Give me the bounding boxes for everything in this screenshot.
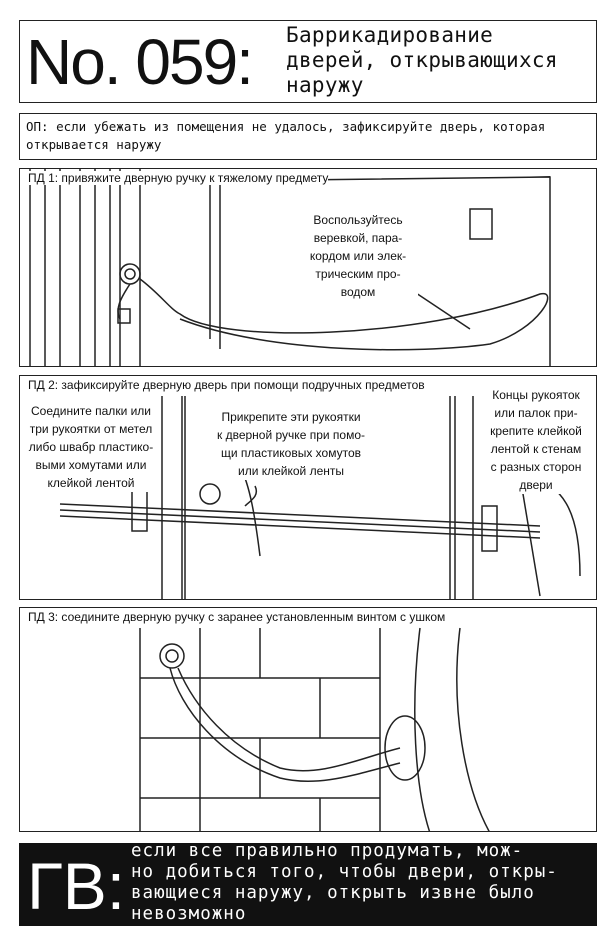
panel2-caption-left: Соедините палки или три рукоятки от мете…	[22, 402, 160, 492]
panel1-caption: Воспользуйтесь веревкой, пара- кордом ил…	[298, 211, 418, 301]
title-line: наружу	[286, 73, 364, 97]
caption-line: Прикрепите эти рукоятки	[221, 410, 361, 424]
result-line: вающиеся наружу, открыть извне было	[131, 883, 535, 903]
panel-step-1: ПД 1: привяжите дверную ручку к тяжелому…	[19, 168, 597, 367]
caption-line: к дверной ручке при помо-	[217, 428, 365, 442]
panel2-caption-right: Концы рукояток или палок при- крепите кл…	[480, 386, 592, 494]
caption-line: щи пластиковых хомутов	[220, 446, 361, 460]
overview-text: ОП: если убежать из помещения не удалось…	[19, 113, 597, 160]
item-number: No. 059:	[26, 26, 254, 98]
panel-title: ПД 2: зафиксируйте дверную дверь при пом…	[28, 378, 425, 392]
result-text: если все правильно продумать, мож- но до…	[131, 841, 558, 925]
caption-line: Концы рукояток	[492, 388, 580, 402]
caption-line: либо швабр пластико-	[28, 440, 154, 454]
title-line: Баррикадирование	[286, 23, 494, 47]
caption-line: лентой к стенам	[490, 442, 582, 456]
caption-line: или палок при-	[494, 406, 578, 420]
eye-bolt-illustration	[139, 627, 490, 831]
caption-line: крепите клейкой	[490, 424, 582, 438]
caption-line: с разных сторон	[490, 460, 582, 474]
caption-line: двери	[519, 478, 553, 492]
panel-title: ПД 1: привяжите дверную ручку к тяжелому…	[28, 171, 329, 185]
caption-line: клейкой лентой	[47, 476, 135, 490]
result-line: но добиться того, чтобы двери, откры-	[131, 862, 558, 882]
result-line: невозможно	[131, 904, 247, 924]
final-result: ГВ: если все правильно продумать, мож- н…	[19, 841, 597, 926]
header: No. 059: Баррикадирование дверей, открыв…	[19, 20, 597, 103]
caption-line: водом	[340, 285, 376, 299]
result-line: если все правильно продумать, мож-	[131, 841, 524, 861]
caption-line: Соедините палки или	[30, 404, 152, 418]
caption-line: трическим про-	[315, 267, 401, 281]
caption-line: три рукоятки от метел	[29, 422, 153, 436]
panel2-caption-center: Прикрепите эти рукоятки к дверной ручке …	[216, 408, 366, 480]
cabinet-illustration	[29, 169, 551, 366]
panel-step-3: ПД 3: соедините дверную ручку с заранее …	[19, 607, 597, 832]
panel-step-2: ПД 2: зафиксируйте дверную дверь при пом…	[19, 375, 597, 600]
panel-title: ПД 3: соедините дверную ручку с заранее …	[28, 610, 446, 624]
caption-line: веревкой, пара-	[313, 231, 403, 245]
caption-line: кордом или элек-	[309, 249, 407, 263]
title-line: дверей, открывающихся	[286, 48, 558, 72]
page-title: Баррикадирование дверей, открывающихся н…	[286, 23, 558, 98]
result-label: ГВ:	[27, 849, 126, 923]
caption-line: выми хомутами или	[35, 458, 147, 472]
caption-line: Воспользуйтесь	[313, 213, 403, 227]
caption-line: или клейкой ленты	[237, 464, 345, 478]
